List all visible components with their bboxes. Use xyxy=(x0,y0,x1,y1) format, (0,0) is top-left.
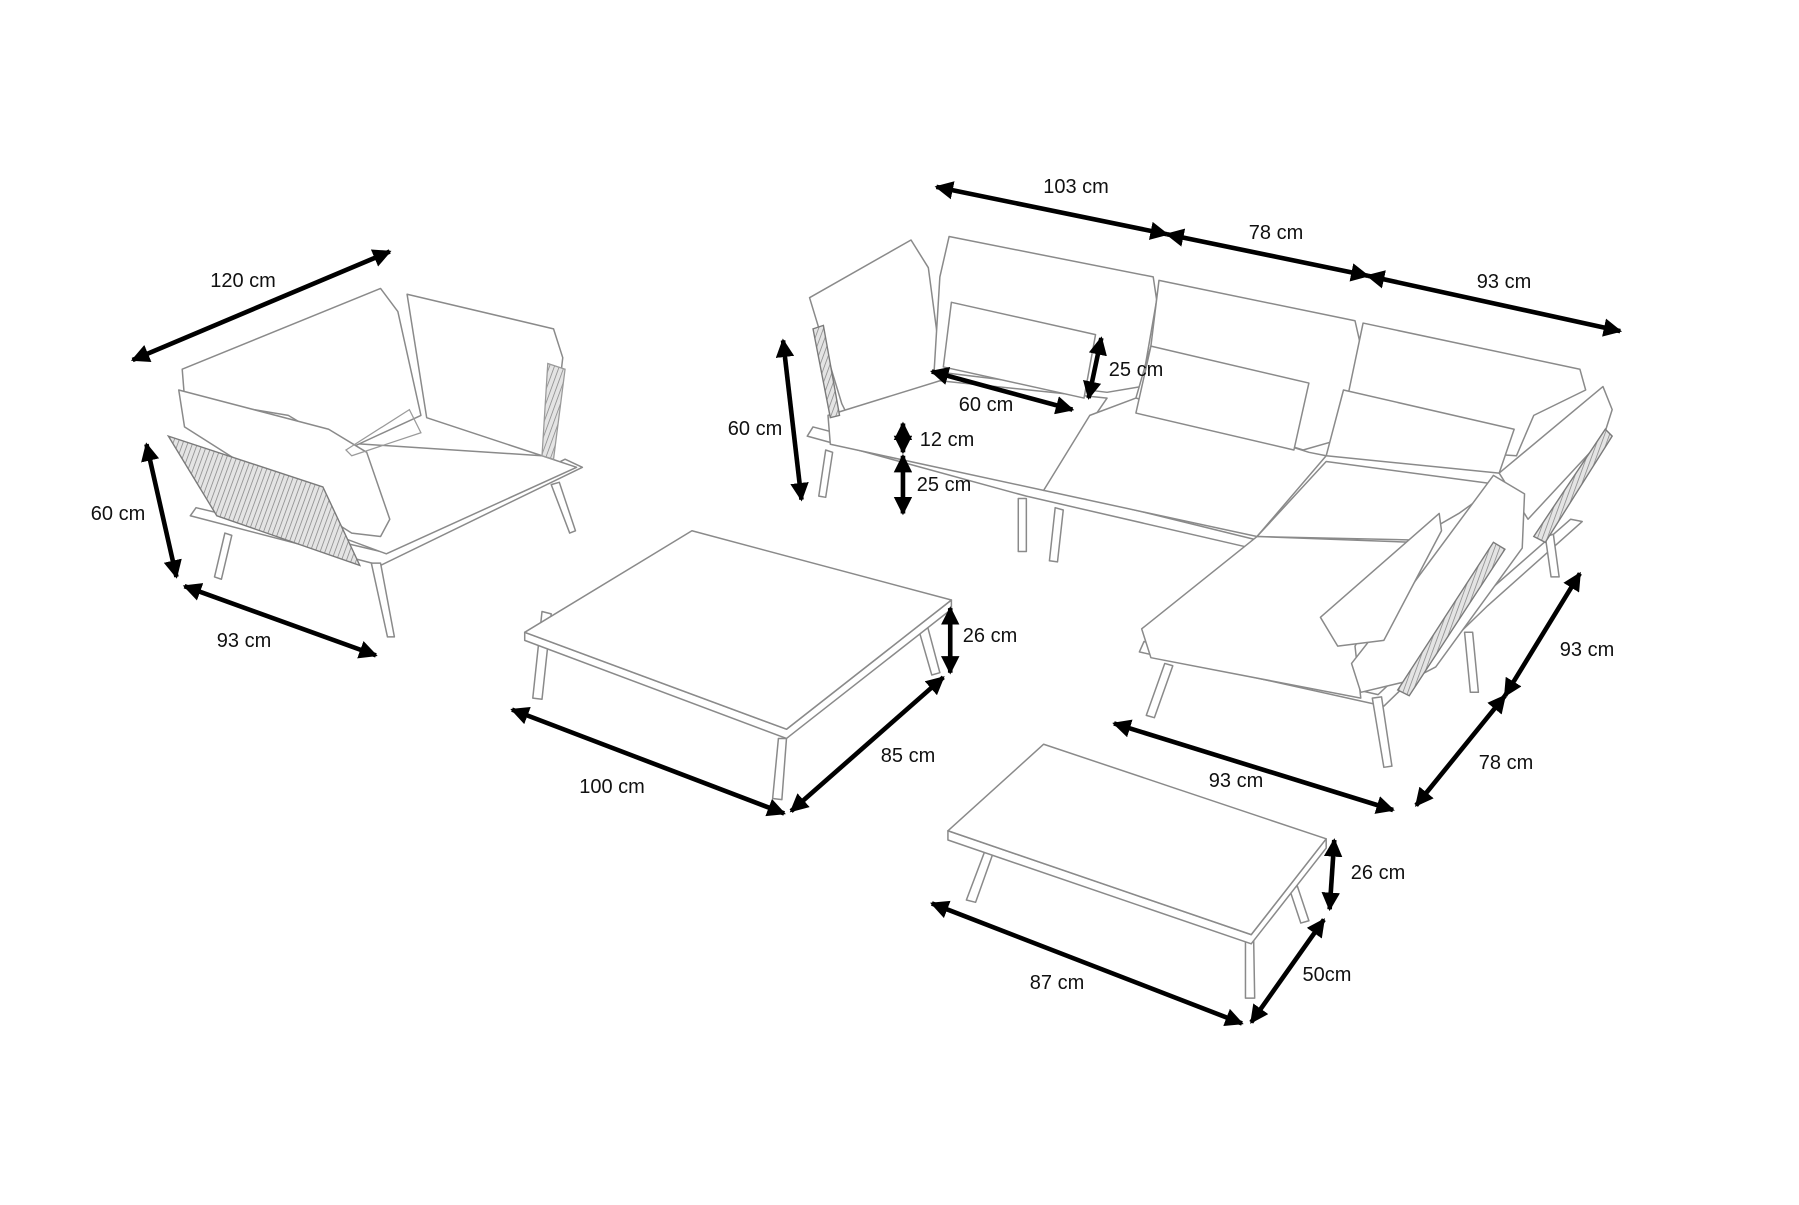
chair-depth-label: 93 cm xyxy=(216,630,272,652)
modular-sofa-drawing xyxy=(806,235,1614,769)
small-table-width-label: 50cm xyxy=(1302,964,1352,986)
pillow-length-label: 60 cm xyxy=(958,394,1014,416)
large-table-width-label: 85 cm xyxy=(880,745,936,767)
large-table-height-label: 26 cm xyxy=(962,625,1018,647)
seat-height-label: 25 cm xyxy=(916,474,972,496)
pillow-height-label: 25 cm xyxy=(1108,359,1164,381)
chair-width-label: 120 cm xyxy=(210,270,276,292)
sofa-right-b-label: 78 cm xyxy=(1478,752,1534,774)
small-table-length-label: 87 cm xyxy=(1029,972,1085,994)
sofa-top-b-label: 78 cm xyxy=(1248,222,1304,244)
sofa-height-label: 60 cm xyxy=(727,418,783,440)
large-table-length-label: 100 cm xyxy=(579,776,645,798)
small-coffee-table-drawing xyxy=(947,743,1327,999)
sofa-top-a-label: 103 cm xyxy=(1043,176,1109,198)
sofa-front-label: 93 cm xyxy=(1208,770,1264,792)
chair-height-label: 60 cm xyxy=(90,503,146,525)
sofa-right-a-label: 93 cm xyxy=(1559,639,1615,661)
dimension-arrows xyxy=(130,181,1623,1027)
small-table-height-label: 26 cm xyxy=(1350,862,1406,884)
cushion-thickness-label: 12 cm xyxy=(919,429,975,451)
corner-armchair-drawing xyxy=(166,287,584,638)
sofa-top-c-label: 93 cm xyxy=(1476,271,1532,293)
